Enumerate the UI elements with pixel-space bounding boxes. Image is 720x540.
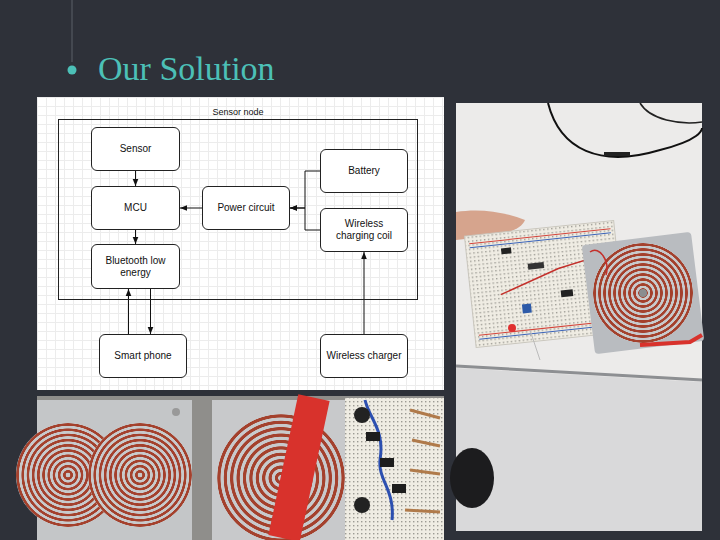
box-label: Wireless charger — [326, 350, 401, 362]
arrow-connector — [135, 171, 136, 186]
prototype-photo — [450, 103, 704, 531]
process-box: Wireless charging coil — [320, 208, 408, 252]
box-label: Bluetooth low energy — [96, 255, 175, 279]
arrow-connector — [180, 208, 202, 209]
box-content: Bluetooth low energy — [92, 251, 179, 283]
arrow-connector — [290, 208, 320, 230]
group-label: Sensor node — [59, 106, 417, 118]
arrow-connector — [135, 230, 136, 244]
box-label: Wireless charging coil — [325, 218, 403, 242]
process-box: Sensor — [91, 127, 180, 171]
arrow-connector — [290, 171, 320, 208]
box-label: MCU — [124, 202, 147, 214]
box-content: Wireless charging coil — [321, 214, 407, 246]
group-box: Sensor nodeSensorMCUBluetooth low energy… — [58, 119, 418, 300]
slide-title: Our Solution — [98, 50, 275, 87]
box-content: Sensor — [116, 139, 156, 159]
timeline-line — [72, 0, 73, 62]
process-box: Wireless charger — [320, 334, 408, 378]
process-box: MCU — [91, 186, 180, 230]
box-content: Battery — [344, 161, 384, 181]
bullet-dot — [68, 66, 77, 75]
box-label: Power circuit — [217, 202, 274, 214]
process-box: Bluetooth low energy — [91, 244, 180, 289]
box-content: MCU — [120, 198, 151, 218]
process-box: Smart phone — [99, 334, 187, 378]
box-label: Smart phone — [114, 350, 171, 362]
process-box: Battery — [320, 149, 408, 193]
process-box: Power circuit — [202, 186, 290, 230]
box-label: Sensor — [120, 143, 152, 155]
box-content: Smart phone — [110, 346, 175, 366]
arrow-connector — [150, 289, 151, 334]
diagram-canvas: Sensor nodeSensorMCU Bluetooth low energy… — [37, 97, 444, 390]
coils-photo — [16, 394, 444, 540]
arrow-connector — [128, 289, 129, 334]
arrow-connector — [364, 252, 365, 334]
box-content: Power circuit — [213, 198, 278, 218]
box-content: Wireless charger — [322, 346, 405, 366]
box-label: Battery — [348, 165, 380, 177]
